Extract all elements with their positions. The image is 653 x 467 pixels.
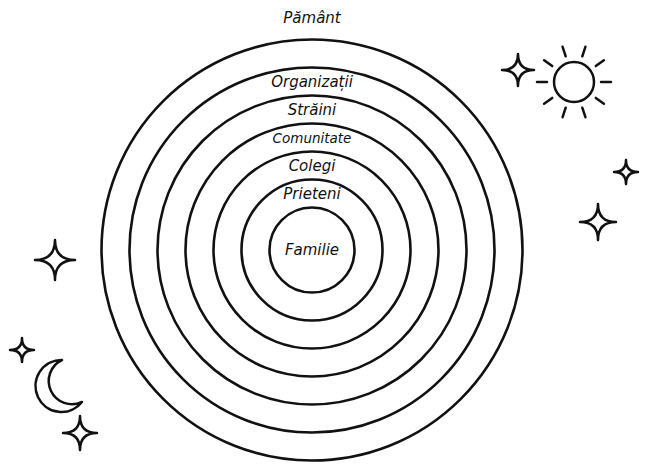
sun-disc <box>554 62 594 102</box>
ring-label: Prieteni <box>240 186 384 203</box>
ring-node: Familie <box>268 206 356 294</box>
sun-rays <box>537 47 611 117</box>
ring-node: OrganizațiiStrăiniComunitateColegiPriete… <box>128 66 496 434</box>
ring-label: Familie <box>268 242 356 259</box>
ring-circle <box>102 40 523 461</box>
ring-circle <box>130 68 495 433</box>
ring-node: PrieteniFamilie <box>240 178 384 322</box>
ring-node: PământOrganizațiiStrăiniComunitateColegi… <box>100 38 524 462</box>
ring-node: ComunitateColegiPrieteniFamilie <box>184 122 440 378</box>
ring-label: Colegi <box>212 158 412 175</box>
sparkle-star <box>502 54 534 86</box>
sparkle-star <box>580 204 616 240</box>
ring-circle <box>214 152 411 349</box>
ring-circle <box>158 96 467 405</box>
ring-circle <box>186 124 439 377</box>
ring-label: Străini <box>156 102 468 119</box>
sparkle-star <box>35 240 75 280</box>
moon-crescent <box>36 360 82 412</box>
sparkle-star <box>63 416 97 450</box>
ring-label: Organizații <box>128 74 496 91</box>
sparkle-star <box>614 160 638 184</box>
ring-label: Pământ <box>100 10 524 27</box>
ring-node: ColegiPrieteniFamilie <box>212 150 412 350</box>
sparkle-star <box>10 338 34 362</box>
ring-node: StrăiniComunitateColegiPrieteniFamilie <box>156 94 468 406</box>
ring-label: Comunitate <box>184 130 440 147</box>
